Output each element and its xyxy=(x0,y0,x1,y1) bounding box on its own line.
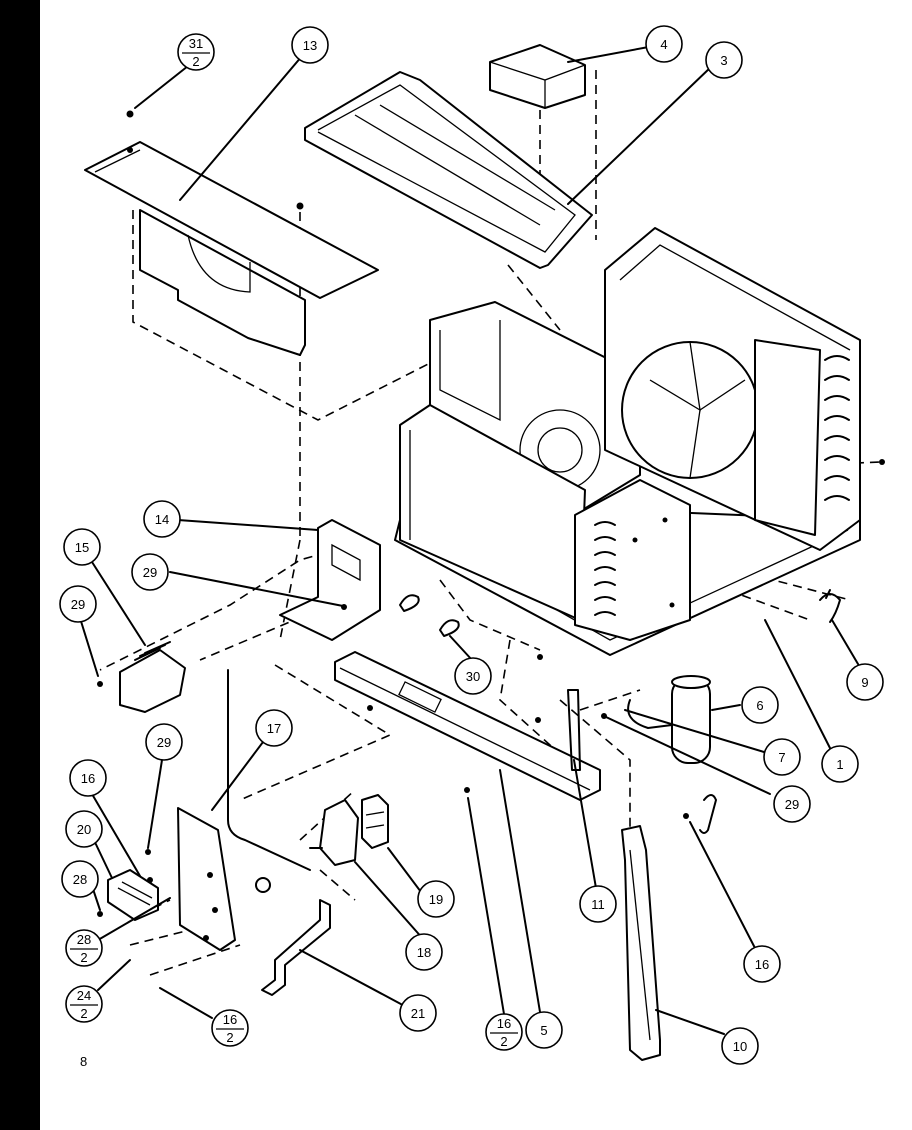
cross-rail xyxy=(334,651,601,801)
svg-text:10: 10 xyxy=(733,1039,747,1054)
svg-text:21: 21 xyxy=(411,1006,425,1021)
callout-16-2: 16 2 xyxy=(485,1013,523,1051)
callout-20: 20 xyxy=(65,810,103,848)
callout-19: 19 xyxy=(417,880,455,918)
svg-text:9: 9 xyxy=(861,675,868,690)
screw-icon xyxy=(126,110,134,118)
callout-9: 9 xyxy=(846,663,884,701)
control-panel xyxy=(177,669,311,951)
svg-text:16: 16 xyxy=(223,1012,237,1027)
terminal-block xyxy=(361,794,389,849)
callout-7: 7 xyxy=(763,738,801,776)
callout-6: 6 xyxy=(741,686,779,724)
svg-text:2: 2 xyxy=(500,1034,507,1049)
callout-13: 13 xyxy=(291,26,329,64)
retainer-hook xyxy=(683,794,717,834)
svg-text:5: 5 xyxy=(540,1023,547,1038)
screw-icon xyxy=(296,202,304,210)
scan-mark xyxy=(15,1029,31,1041)
selector-switch xyxy=(97,849,159,921)
callout-21: 21 xyxy=(399,994,437,1032)
svg-text:29: 29 xyxy=(71,597,85,612)
callout-17: 17 xyxy=(255,709,293,747)
svg-text:29: 29 xyxy=(143,565,157,580)
callout-28-2: 28 2 xyxy=(65,929,103,967)
condenser-assembly xyxy=(604,227,885,551)
callout-29: 29 xyxy=(59,585,97,623)
callout-1: 1 xyxy=(821,745,859,783)
svg-text:18: 18 xyxy=(417,945,431,960)
callout-11: 11 xyxy=(579,885,617,923)
evaporator-coil-tubes xyxy=(594,521,616,616)
callout-31-2: 31 2 xyxy=(177,33,215,71)
svg-text:17: 17 xyxy=(267,721,281,736)
callout-29: 29 xyxy=(145,723,183,761)
svg-text:24: 24 xyxy=(77,988,91,1003)
svg-text:29: 29 xyxy=(785,797,799,812)
svg-text:4: 4 xyxy=(660,37,667,52)
svg-text:28: 28 xyxy=(73,872,87,887)
figure-label: 8 xyxy=(80,1054,87,1069)
svg-text:1: 1 xyxy=(836,757,843,772)
capacitor-clip xyxy=(819,589,841,623)
callout-29: 29 xyxy=(131,553,169,591)
svg-text:29: 29 xyxy=(157,735,171,750)
callout-10: 10 xyxy=(721,1027,759,1065)
callout-5: 5 xyxy=(525,1011,563,1049)
mounting-strap xyxy=(261,899,331,996)
filter-cartridge xyxy=(489,44,586,109)
relay xyxy=(309,799,359,866)
clips xyxy=(367,594,607,793)
svg-text:11: 11 xyxy=(591,897,605,912)
svg-text:2: 2 xyxy=(192,54,199,69)
callout-24-2: 24 2 xyxy=(65,985,103,1023)
capacitor xyxy=(627,675,711,764)
svg-text:13: 13 xyxy=(303,38,317,53)
callout-15: 15 xyxy=(63,528,101,566)
svg-text:20: 20 xyxy=(77,822,91,837)
svg-text:16: 16 xyxy=(755,957,769,972)
svg-text:16: 16 xyxy=(497,1016,511,1031)
main-chassis xyxy=(394,301,861,656)
leader-lines xyxy=(79,45,859,1035)
top-cover-panel xyxy=(84,141,379,356)
svg-text:16: 16 xyxy=(81,771,95,786)
svg-text:31: 31 xyxy=(189,36,203,51)
svg-text:7: 7 xyxy=(778,750,785,765)
callout-16-2: 16 2 xyxy=(211,1009,249,1047)
control-bracket xyxy=(279,519,381,641)
tube-clip xyxy=(567,689,581,771)
svg-text:14: 14 xyxy=(155,512,169,527)
callout-14: 14 xyxy=(143,500,181,538)
svg-text:6: 6 xyxy=(756,698,763,713)
svg-text:28: 28 xyxy=(77,932,91,947)
callout-3: 3 xyxy=(705,41,743,79)
svg-text:3: 3 xyxy=(720,53,727,68)
condenser-coil-tubes xyxy=(824,355,850,501)
callout-4: 4 xyxy=(645,25,683,63)
control-cover xyxy=(97,641,186,713)
callout-28: 28 xyxy=(61,860,99,898)
top-rail-frame xyxy=(304,71,593,269)
callout-18: 18 xyxy=(405,933,443,971)
drain-pan-strip xyxy=(621,825,661,1061)
svg-text:2: 2 xyxy=(80,1006,87,1021)
svg-text:19: 19 xyxy=(429,892,443,907)
svg-text:2: 2 xyxy=(80,950,87,965)
callout-16: 16 xyxy=(69,759,107,797)
callout-30: 30 xyxy=(454,657,492,695)
callout-16: 16 xyxy=(743,945,781,983)
callout-29: 29 xyxy=(773,785,811,823)
svg-text:2: 2 xyxy=(226,1030,233,1045)
svg-text:15: 15 xyxy=(75,540,89,555)
svg-text:30: 30 xyxy=(466,669,480,684)
